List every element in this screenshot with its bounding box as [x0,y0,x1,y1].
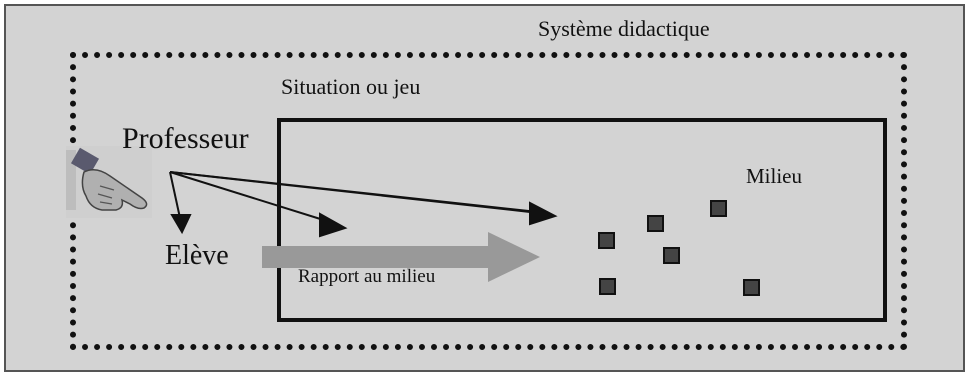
arrow-to-student-head [170,214,192,235]
arrow-to-student [169,171,181,219]
system-label: Système didactique [538,16,710,41]
relation-arrow [262,232,540,282]
diagram-frame [4,4,965,372]
student-label: Elève [165,240,229,271]
milieu-label: Milieu [746,164,802,188]
milieu-square [598,232,615,249]
milieu-elements [598,200,760,296]
arrow-to-game [169,171,531,213]
relation-label: Rapport au milieu [298,266,436,287]
arrow-to-relation [169,171,331,223]
teacher-label: Professeur [122,122,249,155]
arrow-to-relation-head [319,212,348,238]
milieu-square [599,278,616,295]
situation-label: Situation ou jeu [281,74,421,99]
teacher-arrows [169,171,558,238]
arrow-to-milieu-head [529,201,558,226]
milieu-square [663,247,680,264]
milieu-square [710,200,727,217]
pointing-hand-icon [66,146,152,218]
situation-boundary [277,118,887,322]
milieu-square [647,215,664,232]
milieu-square [743,279,760,296]
